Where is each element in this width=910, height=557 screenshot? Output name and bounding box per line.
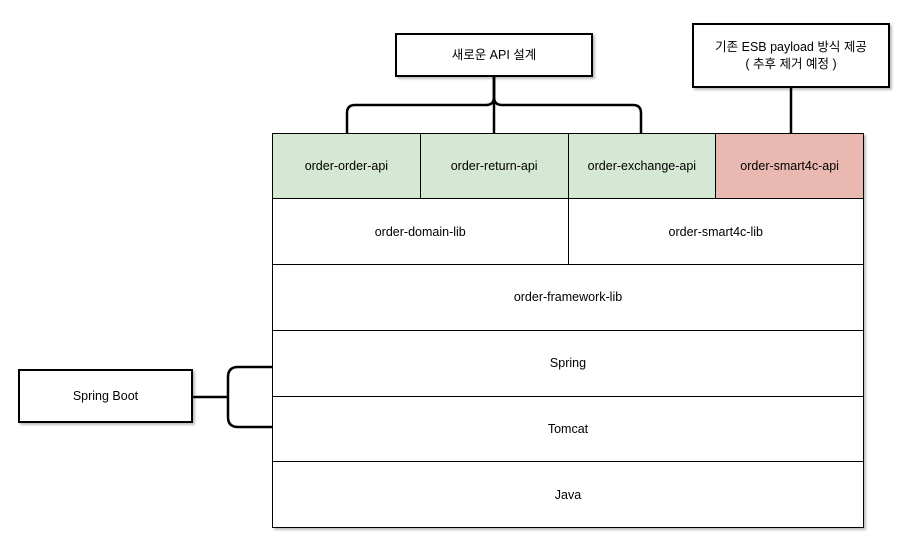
cell-tomcat: Tomcat (273, 396, 863, 462)
callout-esb-payload-line2: ( 추후 제거 예정 ) (745, 56, 837, 71)
cell-order-domain-lib: order-domain-lib (273, 199, 568, 264)
callout-esb-payload-line1: 기존 ESB payload 방식 제공 (715, 39, 867, 54)
callout-new-api-design-label: 새로운 API 설계 (451, 47, 537, 62)
api-layer-row: order-order-api order-return-api order-e… (273, 134, 863, 198)
callout-spring-boot: Spring Boot (18, 369, 193, 423)
callout-spring-boot-label: Spring Boot (72, 388, 139, 403)
cell-spring: Spring (273, 330, 863, 396)
framework-lib-layer-row: order-framework-lib (273, 264, 863, 330)
java-layer-row: Java (273, 461, 863, 527)
cell-order-framework-lib: order-framework-lib (273, 265, 863, 330)
callout-new-api-design: 새로운 API 설계 (395, 33, 593, 77)
cell-order-exchange-api: order-exchange-api (567, 134, 716, 198)
bracket-spring-tomcat (226, 365, 274, 429)
cell-order-order-api: order-order-api (273, 134, 420, 198)
lib-layer-row: order-domain-lib order-smart4c-lib (273, 198, 863, 264)
callout-esb-payload: 기존 ESB payload 방식 제공 ( 추후 제거 예정 ) (692, 23, 890, 88)
cell-order-smart4c-lib: order-smart4c-lib (567, 199, 863, 264)
cell-java: Java (273, 462, 863, 527)
spring-layer-row: Spring (273, 329, 863, 396)
layer-stack: order-order-api order-return-api order-e… (272, 133, 864, 528)
connector-newapi-to-exchange-api (492, 77, 643, 133)
cell-order-smart4c-api: order-smart4c-api (715, 134, 863, 198)
connector-newapi-to-order-api (345, 77, 496, 133)
tomcat-layer-row: Tomcat (273, 395, 863, 462)
cell-order-return-api: order-return-api (419, 134, 568, 198)
